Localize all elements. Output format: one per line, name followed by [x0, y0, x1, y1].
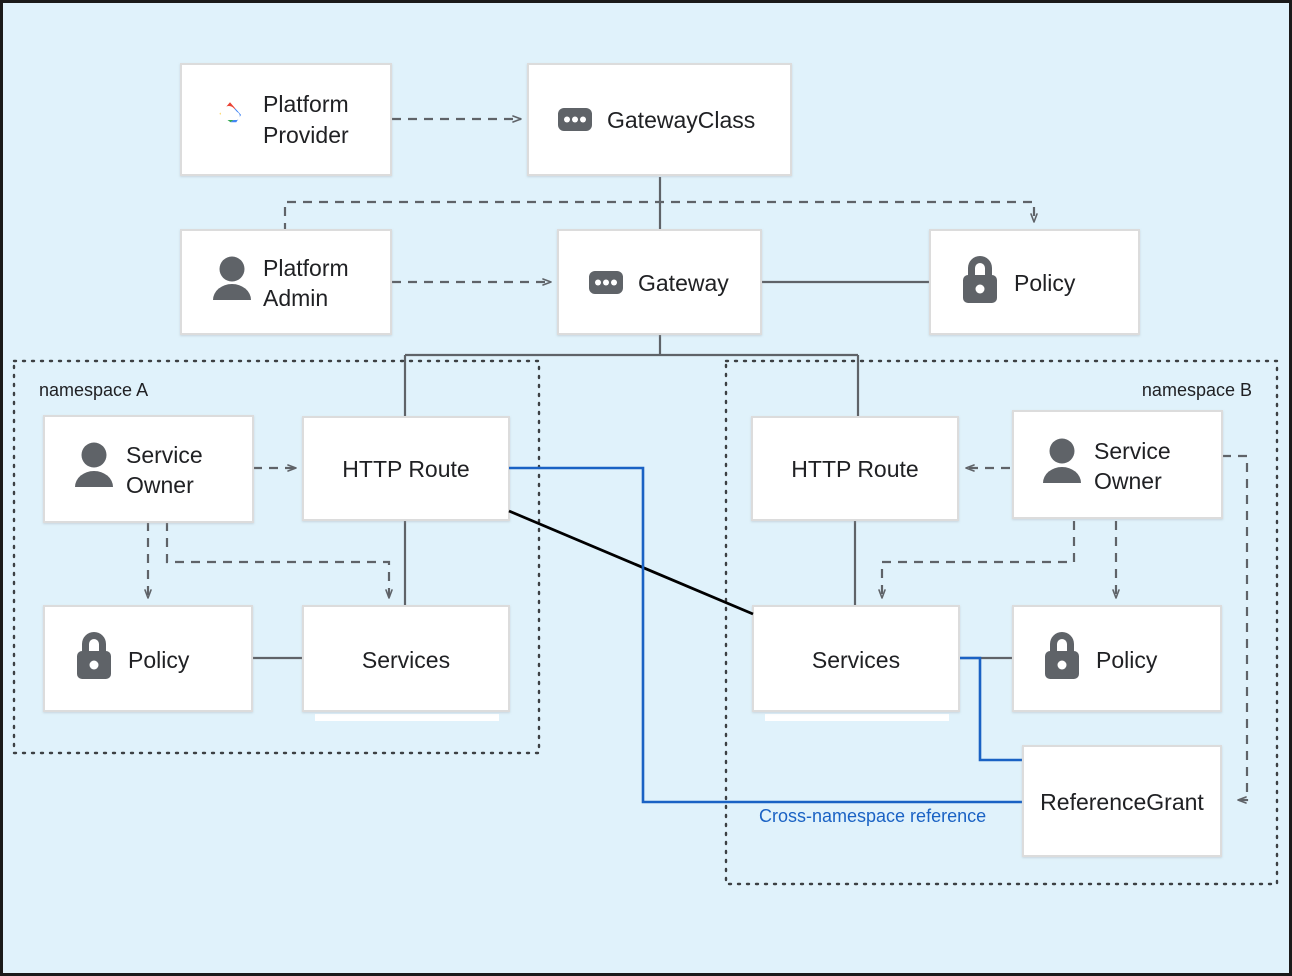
edge-platformadmin-policy — [283, 200, 1038, 232]
dashed-connector-layer — [144, 115, 1249, 804]
node-platform-admin[interactable]: Platform Admin — [180, 229, 392, 335]
node-label: HTTP Route — [791, 456, 918, 482]
stack-sheet-2 — [765, 714, 949, 721]
node-reference-grant[interactable]: ReferenceGrant — [1022, 745, 1222, 857]
edge-services-b-referencegrant — [960, 656, 1023, 762]
node-label: Policy — [1014, 270, 1076, 296]
edge-serviceowner-b-referencegrant — [1222, 454, 1249, 804]
edge-serviceowner-b-services-b — [878, 521, 1076, 599]
person-icon — [75, 442, 113, 487]
cross-namespace-reference-label: Cross-namespace reference — [759, 806, 986, 826]
node-label: Provider — [263, 122, 349, 148]
node-label: GatewayClass — [607, 107, 755, 133]
person-icon — [213, 256, 251, 300]
node-label: Services — [362, 647, 450, 673]
node-label: Services — [812, 647, 900, 673]
node-label: Policy — [128, 647, 190, 673]
node-label: HTTP Route — [342, 456, 469, 482]
node-gateway[interactable]: Gateway — [557, 229, 762, 335]
node-gateway-class[interactable]: GatewayClass — [527, 63, 792, 176]
gateway-icon — [589, 271, 623, 294]
node-http-route-a[interactable]: HTTP Route — [302, 416, 510, 521]
edge-serviceowner-a-services-a — [165, 522, 393, 599]
cross-namespace-reference-lines — [509, 466, 1023, 804]
node-services-a[interactable]: Services — [302, 605, 510, 721]
node-label: Service — [126, 442, 203, 468]
stack-sheet-2 — [315, 714, 499, 721]
edge-httproute-a-referencegrant — [509, 466, 1023, 804]
node-policy-top[interactable]: Policy — [929, 229, 1140, 335]
namespace-a-box — [12, 359, 541, 755]
edge-gateway-branch — [403, 333, 860, 417]
lock-icon — [963, 256, 997, 303]
node-label: Platform — [263, 255, 349, 281]
node-services-b[interactable]: Services — [752, 605, 960, 721]
node-policy-b[interactable]: Policy — [1012, 605, 1222, 712]
node-service-owner-b[interactable]: Service Owner — [1012, 410, 1223, 519]
namespace-groups — [12, 359, 1279, 886]
google-cloud-icon — [219, 102, 242, 123]
node-platform-provider[interactable]: Platform Provider — [180, 63, 392, 176]
node-label: Service — [1094, 438, 1171, 464]
edge-httproute-a-services-b-diagonal — [508, 509, 754, 616]
gateway-class-icon — [558, 108, 592, 131]
node-http-route-b[interactable]: HTTP Route — [751, 416, 959, 521]
node-label: Owner — [126, 472, 194, 498]
node-label: Owner — [1094, 468, 1162, 494]
namespace-a-label: namespace A — [39, 380, 148, 400]
namespace-b-box — [724, 359, 1279, 886]
node-label: Gateway — [638, 270, 729, 296]
node-label: ReferenceGrant — [1040, 789, 1204, 815]
person-icon — [1043, 438, 1081, 483]
node-label: Platform — [263, 91, 349, 117]
lock-icon — [1045, 632, 1079, 679]
lock-icon — [77, 632, 111, 679]
node-policy-a[interactable]: Policy — [43, 605, 253, 712]
node-service-owner-a[interactable]: Service Owner — [43, 415, 254, 523]
connector-layer — [252, 177, 1013, 660]
namespace-b-label: namespace B — [1142, 380, 1252, 400]
node-label: Policy — [1096, 647, 1158, 673]
node-label: Admin — [263, 285, 328, 311]
